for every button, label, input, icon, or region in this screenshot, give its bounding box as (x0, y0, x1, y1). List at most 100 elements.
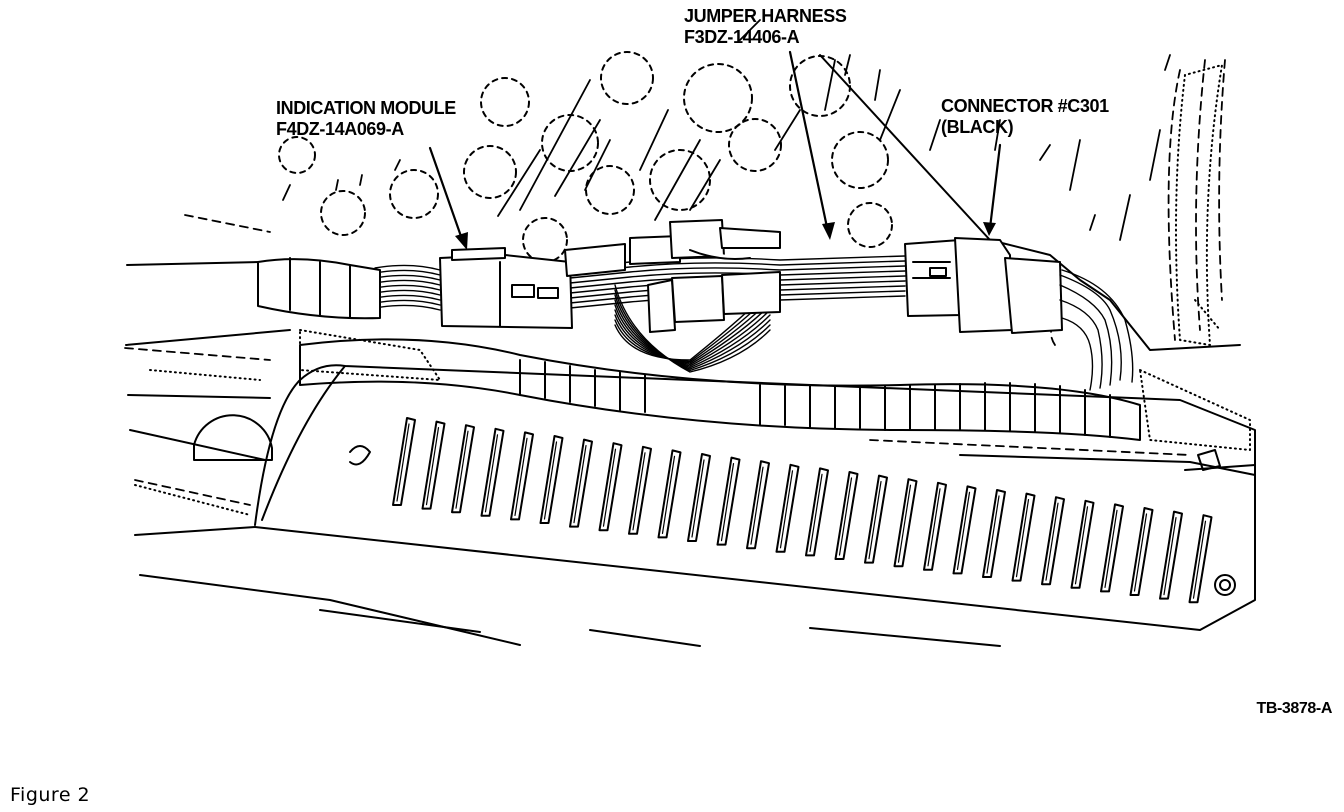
vent-slot (421, 420, 446, 510)
wire-strand (374, 304, 441, 311)
vent-slot (598, 442, 623, 532)
connector-c301 (904, 237, 1063, 334)
vent-slot-inner (455, 430, 469, 509)
vent-slot (923, 481, 947, 571)
vent-slot-inner (956, 491, 971, 570)
vent-slot-inner (602, 448, 617, 527)
panel-screw (1214, 574, 1236, 596)
vent-slot (1188, 514, 1213, 604)
wire-strand (569, 270, 906, 284)
vent-slot (1041, 496, 1065, 586)
jumper-harness-name: JUMPER HARNESS (684, 6, 847, 26)
wire-strand (569, 265, 906, 279)
vent-slot (952, 485, 977, 575)
vent-slot-inner (1192, 520, 1207, 599)
vent-slot (687, 453, 711, 542)
vent-slot-inner (1104, 509, 1118, 588)
background-dashed-circles (278, 51, 893, 263)
vent-slot-inner (986, 495, 1000, 574)
vent-slot (1070, 499, 1095, 589)
vent-slots (392, 417, 1213, 604)
vent-slot (628, 445, 652, 535)
corrugated-conduit (299, 338, 1141, 441)
callout-arrowheads (455, 222, 996, 250)
vent-slot-inner (632, 452, 646, 531)
vent-slot (510, 431, 534, 521)
wire-strand (614, 299, 771, 364)
vent-slot-inner (779, 470, 794, 549)
callout-indication-module: INDICATION MODULE F4DZ-14A069-A (276, 98, 456, 140)
vent-slot (746, 460, 770, 550)
vent-slot (657, 449, 682, 539)
vent-slot-inner (396, 423, 410, 502)
wire-strand (614, 304, 771, 367)
vent-slot (982, 489, 1006, 578)
connector-name: CONNECTOR #C301 (941, 96, 1109, 116)
harness-clip (1197, 449, 1221, 471)
round-bracket (193, 414, 273, 461)
wire-strand (614, 284, 771, 373)
vent-slot (1159, 510, 1183, 600)
vent-slot-inner (1133, 513, 1148, 592)
vent-slot-inner (573, 445, 587, 524)
vent-slot (893, 478, 918, 568)
vent-slot (480, 427, 505, 517)
vent-slot (1129, 507, 1154, 596)
wire-strand (374, 279, 441, 286)
vent-slot-inner (1015, 499, 1030, 578)
vent-slot (451, 424, 475, 514)
vent-slot-inner (897, 484, 912, 563)
vent-slot-inner (750, 466, 764, 545)
vent-slot (1011, 492, 1036, 582)
vent-slot (775, 463, 800, 553)
indication-module (439, 247, 573, 329)
vent-slot (716, 456, 741, 546)
indication-module-name: INDICATION MODULE (276, 98, 456, 118)
wire-strand (374, 269, 441, 276)
indication-module-part: F4DZ-14A069-A (276, 119, 404, 139)
wire-strand (374, 289, 441, 296)
illustration-code: TB-3878-A (1256, 700, 1332, 717)
vent-slot-inner (661, 455, 676, 534)
wire-strand (614, 299, 771, 369)
wire-strand (374, 299, 441, 306)
wire-strand (374, 294, 441, 301)
vent-slot (805, 467, 829, 557)
vent-slot-inner (484, 434, 499, 513)
taped-harness (257, 257, 381, 320)
wire-strand (614, 294, 771, 370)
vent-slot-inner (809, 473, 823, 552)
wire-strand (374, 284, 441, 291)
vent-slot-inner (691, 459, 705, 538)
wire-tail (1059, 269, 1134, 391)
vent-slot-inner (1045, 502, 1059, 581)
vent-slot-inner (543, 441, 558, 520)
connector-color: (BLACK) (941, 117, 1014, 137)
wire-strand (614, 304, 771, 366)
panel-edges (125, 54, 1256, 647)
vent-panel (254, 364, 1256, 631)
wire-strand (374, 274, 441, 281)
vent-slot (392, 417, 416, 506)
callout-jumper-harness: JUMPER HARNESS F3DZ-14406-A (684, 6, 847, 48)
vent-slot (539, 435, 564, 524)
background-dashed-edges (124, 59, 1226, 506)
vent-slot-inner (1074, 506, 1089, 585)
vent-slot-inner (720, 463, 735, 542)
vent-slot-inner (425, 427, 440, 506)
vent-slot (569, 438, 593, 528)
panel-latch-icon (349, 445, 371, 466)
vent-slot-inner (927, 488, 941, 567)
wire-strand (614, 289, 771, 372)
vent-slot-inner (868, 481, 882, 560)
vent-slot-inner (838, 477, 853, 556)
wire-strand (374, 264, 441, 271)
callout-leaders (428, 50, 1002, 244)
vent-slot (864, 474, 888, 564)
vent-slot-inner (1163, 517, 1177, 596)
jumper-harness-connectors (564, 219, 781, 333)
callout-connector: CONNECTOR #C301 (BLACK) (941, 96, 1109, 138)
vent-slot-inner (514, 437, 528, 516)
vent-slot (1100, 503, 1124, 593)
